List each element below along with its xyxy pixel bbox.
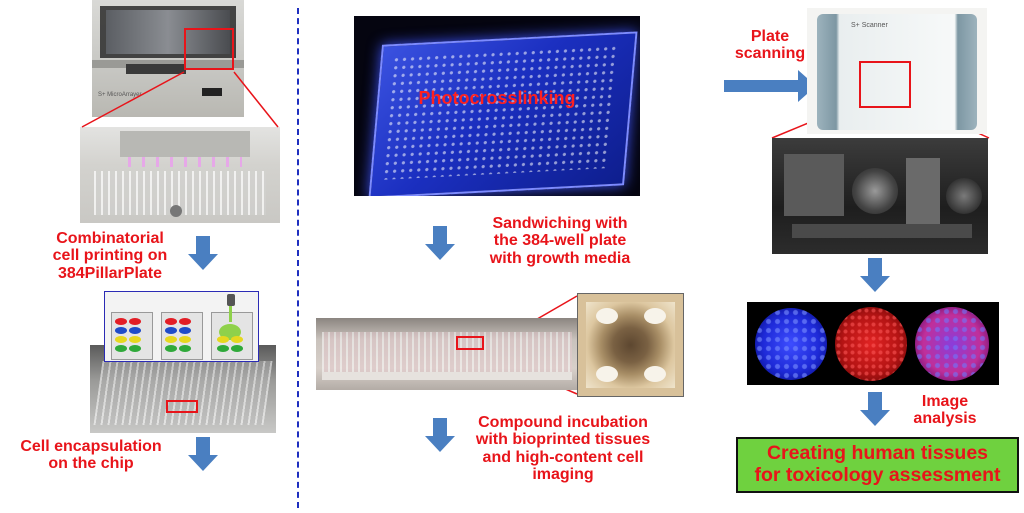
image-analysis-label: Image analysis [913, 393, 977, 428]
right-arrow [724, 70, 816, 102]
plate-scanning-label: Plate scanning [734, 28, 806, 63]
printing-head-photo [80, 127, 280, 223]
microarrayer-photo: S+ MicroArrayer [92, 0, 244, 117]
down-arrow-5 [860, 258, 890, 292]
pillar-microscopy-inset [577, 293, 684, 397]
photocrosslinking-photo: Photocrosslinking [354, 16, 640, 196]
down-arrow-6 [860, 392, 890, 426]
final-outcome-box: Creating human tissues for toxicology as… [736, 437, 1019, 493]
down-arrow-2 [188, 437, 218, 471]
scanner-optics-photo [772, 138, 988, 254]
sandwiching-label: Sandwiching with the 384-well plate with… [489, 215, 631, 267]
compound-incubation-label: Compound incubation with bioprinted tiss… [475, 414, 651, 483]
photocrosslinking-label: Photocrosslinking [418, 88, 576, 108]
down-arrow-3 [425, 226, 455, 260]
cell-cartridge-inset [104, 291, 259, 362]
scanner-brand-text: S+ Scanner [851, 22, 888, 29]
microarrayer-brand-text: S+ MicroArrayer [98, 92, 142, 98]
section-divider [297, 8, 299, 508]
sandwich-plate-photo [316, 318, 578, 390]
combinatorial-printing-label: Combinatorial cell printing on 384Pillar… [52, 230, 168, 282]
fluorescence-images [747, 302, 999, 385]
cell-encapsulation-label: Cell encapsulation on the chip [20, 438, 162, 473]
down-arrow-4 [425, 418, 455, 452]
zoom-box [184, 28, 234, 70]
scanner-photo: S+ Scanner [807, 8, 987, 134]
down-arrow-1 [188, 236, 218, 270]
